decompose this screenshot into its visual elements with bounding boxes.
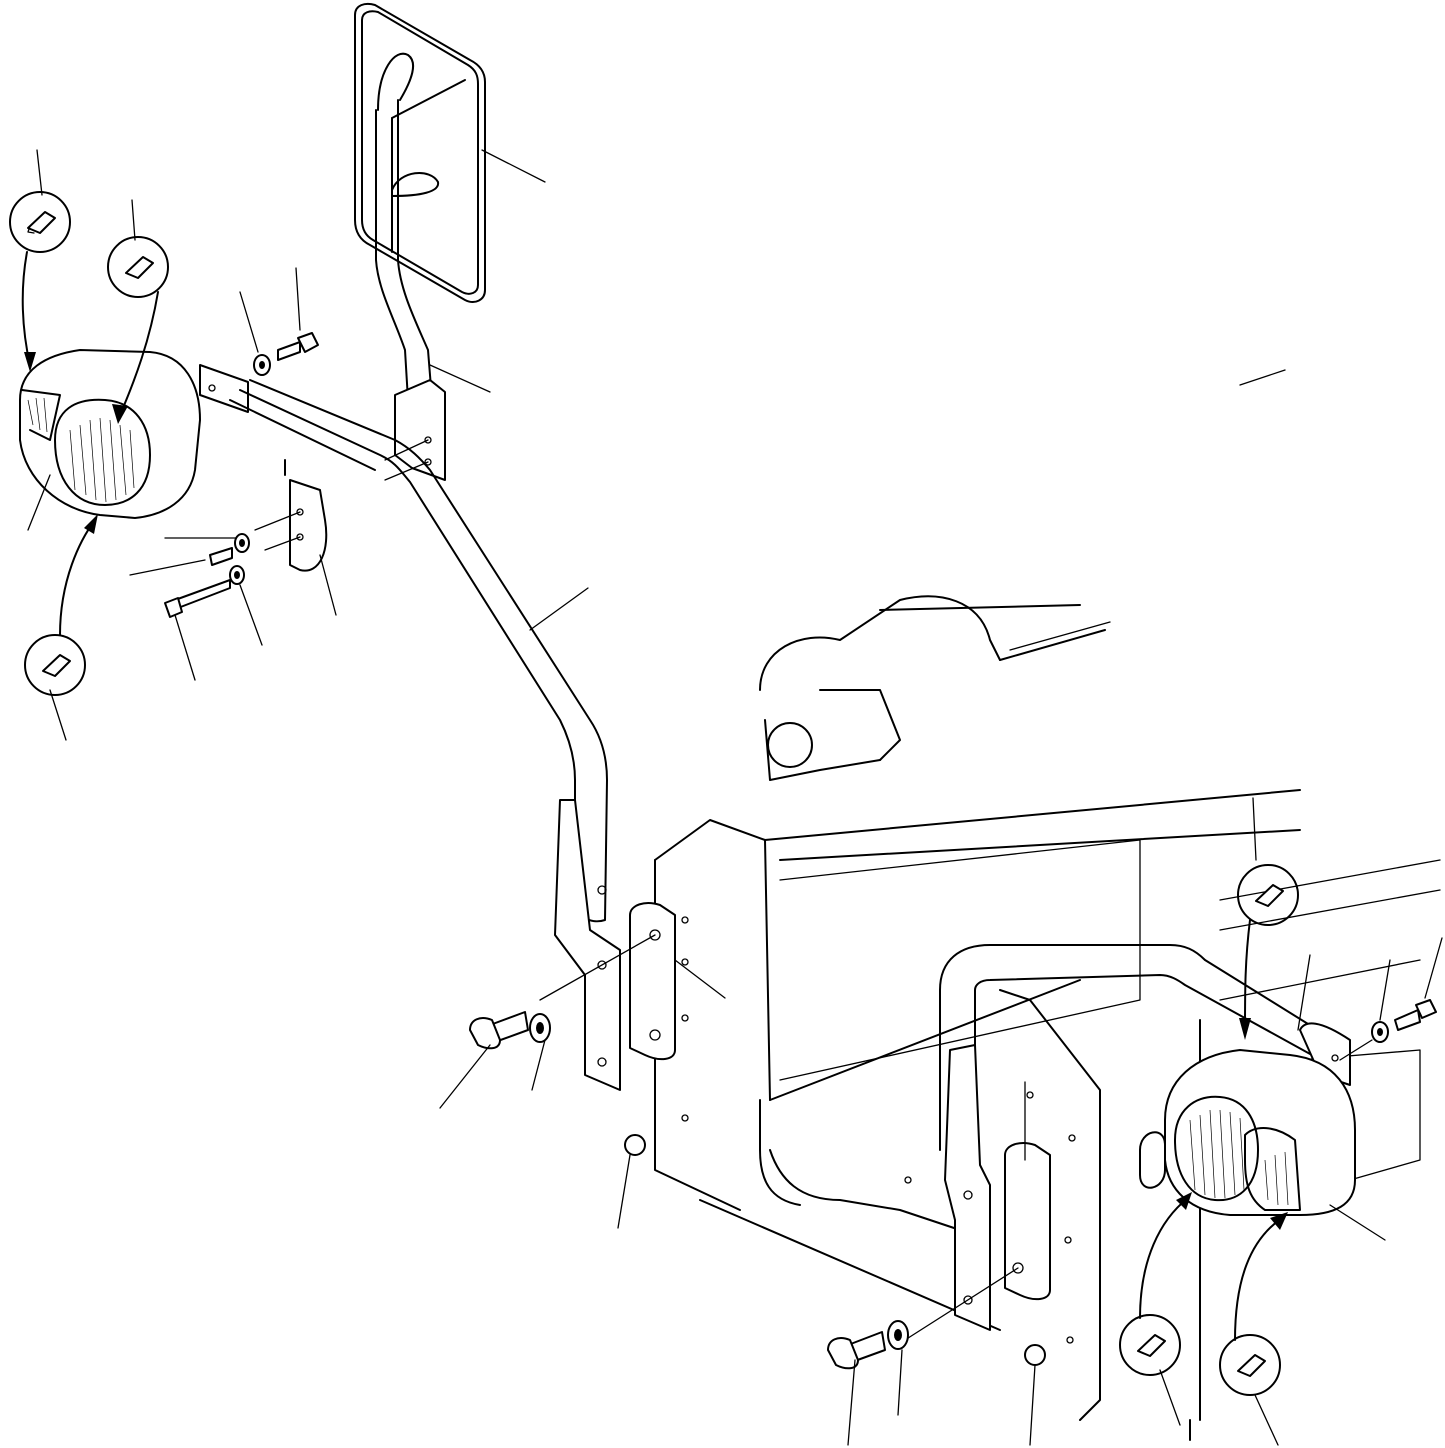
cab-frame	[624, 595, 1441, 1441]
right-lamp-arm	[904, 944, 1351, 1341]
bulb-detail-5	[1119, 1314, 1181, 1376]
rear-view-mirror	[354, 2, 486, 303]
mirror-stay-arm	[199, 364, 676, 1091]
bulb-detail-4	[1237, 864, 1299, 926]
assembly-arrows	[21, 251, 1288, 1341]
right-work-lamp	[1164, 1049, 1356, 1216]
left-work-lamp	[19, 349, 201, 519]
mirror-stem	[375, 99, 446, 481]
lamp-bulbs	[9, 191, 1299, 1396]
bolts-and-washers	[164, 332, 1437, 1370]
bulb-detail-3	[24, 634, 86, 696]
callout-leaders	[27, 149, 1443, 1446]
bulb-detail-6	[1219, 1334, 1281, 1396]
bulb-detail-2	[107, 236, 169, 298]
bulb-detail-1	[9, 191, 71, 253]
